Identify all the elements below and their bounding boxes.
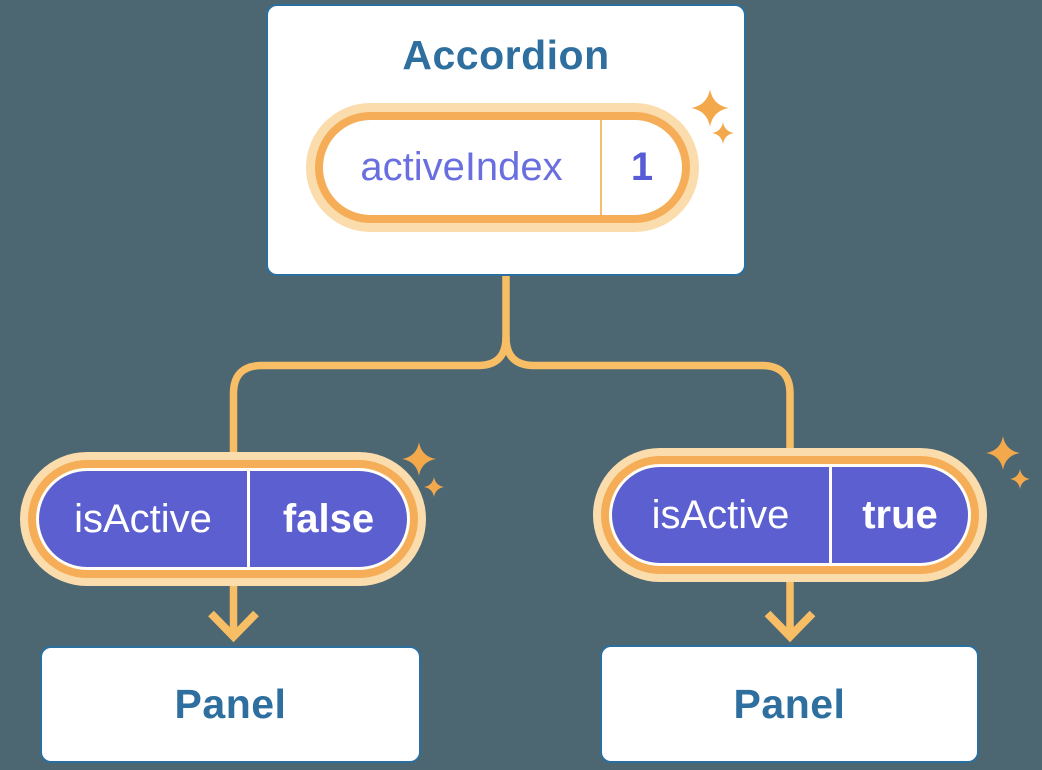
sparkle-icon xyxy=(424,477,444,497)
accordion-title: Accordion xyxy=(402,32,610,78)
prop-value: false xyxy=(282,496,375,541)
branch-line-left xyxy=(229,274,510,631)
state-value: 1 xyxy=(630,145,654,189)
sparkle-icon xyxy=(986,436,1020,470)
panel-title: Panel xyxy=(733,680,846,727)
state-pill-activeindex: activeIndex 1 xyxy=(315,112,690,223)
prop-pill-isactive-true: isActive true xyxy=(609,464,971,566)
prop-value: true xyxy=(862,492,938,537)
panel-card-right: Panel xyxy=(600,645,979,763)
sparkle-icon xyxy=(1010,469,1030,489)
pill-divider xyxy=(600,120,602,215)
panel-title: Panel xyxy=(174,681,287,727)
arrow-down-icon xyxy=(764,610,816,643)
sparkle-icon xyxy=(402,442,436,476)
prop-name: isActive xyxy=(74,496,212,541)
panel-card-left: Panel xyxy=(40,646,421,763)
state-name: activeIndex xyxy=(360,145,563,189)
pill-divider xyxy=(829,467,832,563)
prop-pill-isactive-false: isActive false xyxy=(36,468,410,570)
prop-name: isActive xyxy=(651,492,790,537)
arrow-down-icon xyxy=(208,610,259,643)
